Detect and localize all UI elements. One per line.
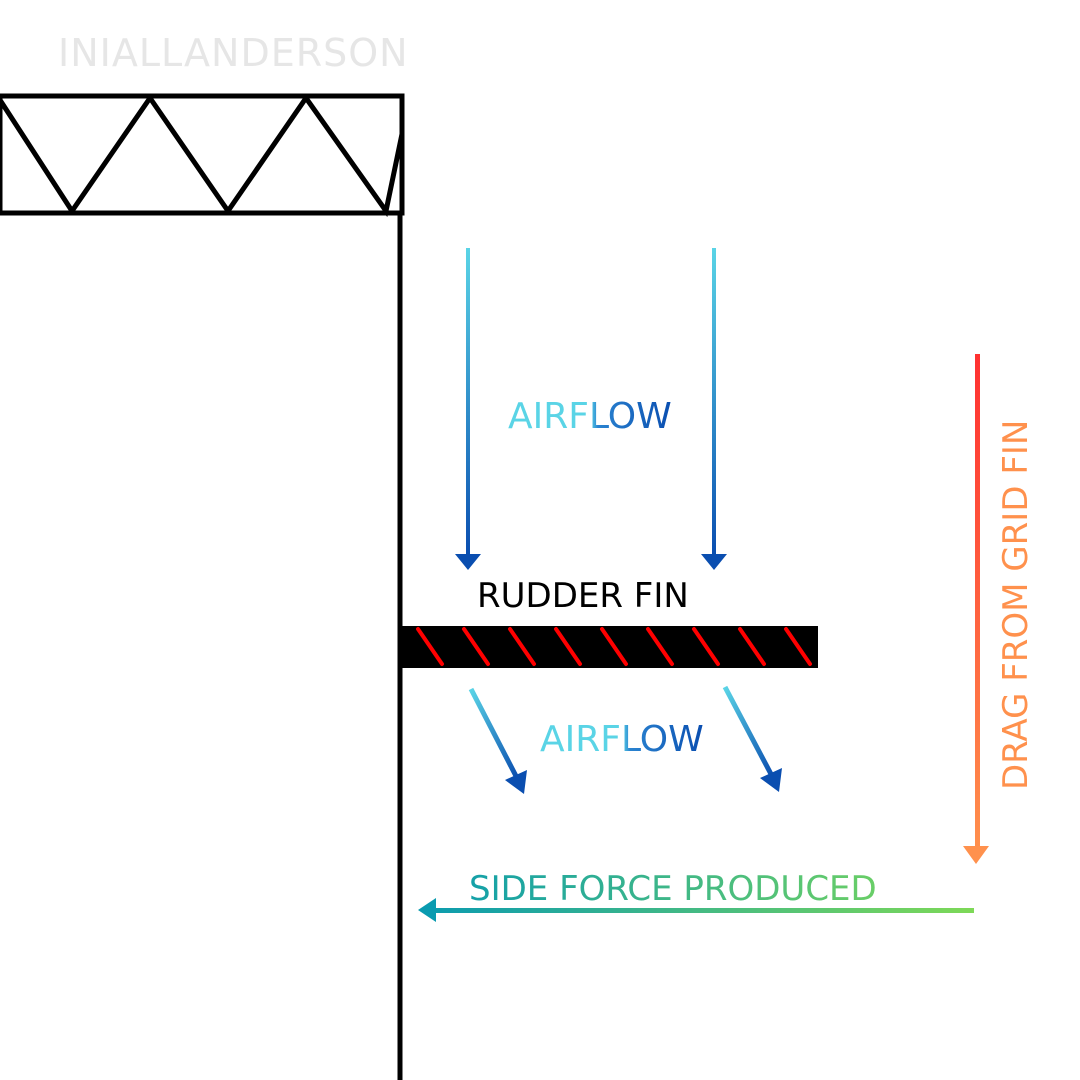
airflow-arrow-left <box>455 248 481 570</box>
airflow-label-top: AIRFLOW <box>508 396 672 437</box>
rudder-fin <box>402 626 818 668</box>
grid-fin <box>0 93 405 218</box>
drag-label: DRAG FROM GRID FIN <box>996 420 1036 790</box>
drag-arrow <box>963 354 989 864</box>
deflected-airflow-arrow-right <box>722 685 782 792</box>
airflow-arrow-right <box>701 248 727 570</box>
deflected-airflow-arrow-left <box>468 687 527 794</box>
watermark-text: INIALLANDERSON <box>58 31 409 75</box>
side-force-arrow <box>418 898 974 922</box>
airflow-label-bottom: AIRFLOW <box>540 719 704 760</box>
rudder-fin-label: RUDDER FIN <box>477 576 689 616</box>
side-force-label: SIDE FORCE PRODUCED <box>469 869 877 909</box>
